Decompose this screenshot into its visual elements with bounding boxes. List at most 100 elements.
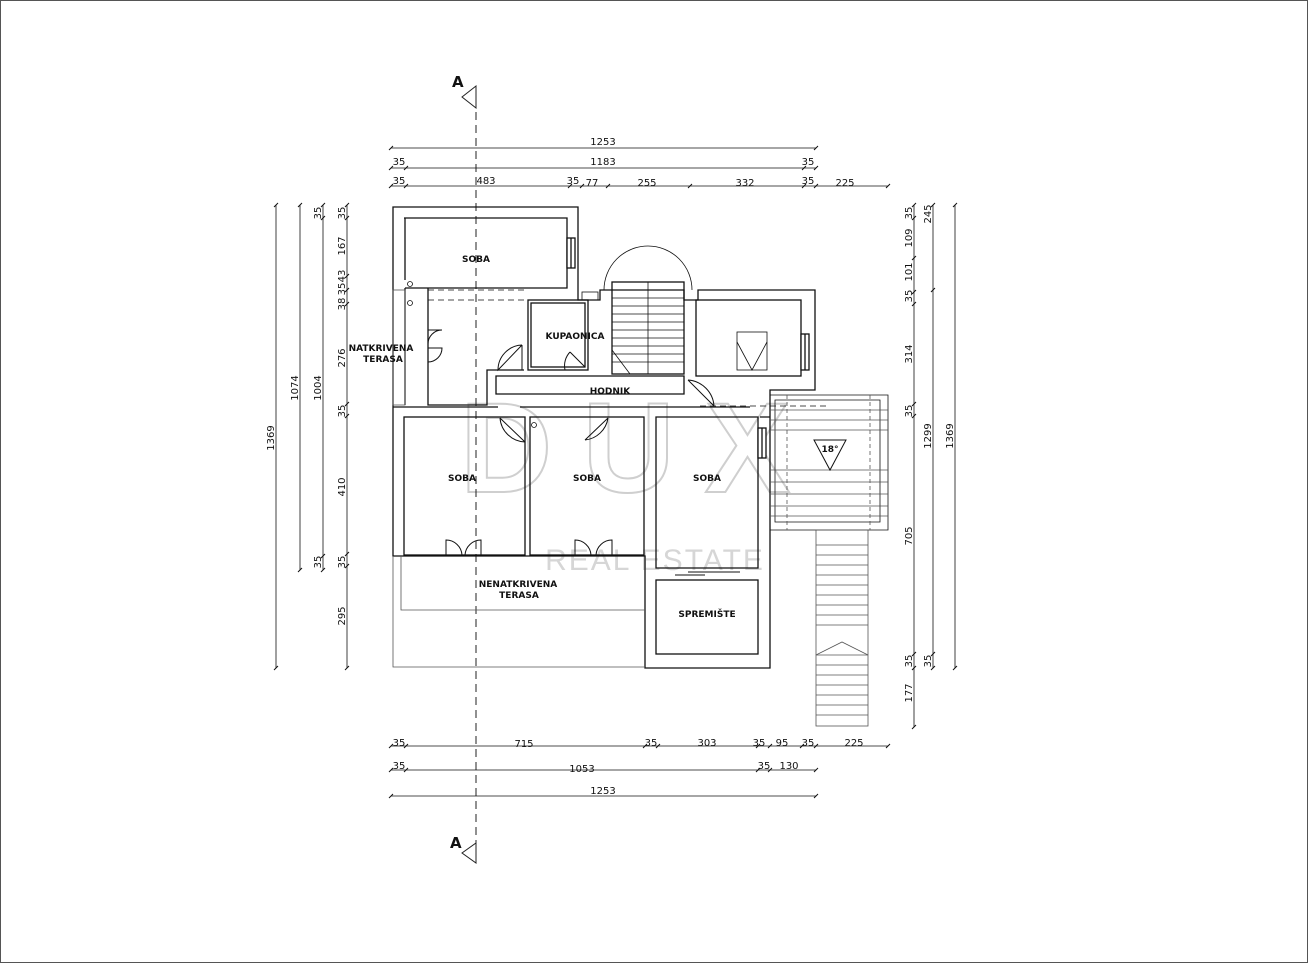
label-hodnik: HODNIK xyxy=(590,387,632,397)
dim-bot-r1-1: 35 xyxy=(393,738,406,749)
dim-bot-r2-4: 130 xyxy=(779,761,798,772)
door-terrace-mid xyxy=(574,539,613,556)
dim-top-r2-2: 1183 xyxy=(590,157,615,168)
door-terrace-left xyxy=(445,539,482,556)
dim-left-total: 1369 xyxy=(266,425,277,450)
dim-bot-r1-2: 715 xyxy=(514,739,533,750)
stairs xyxy=(603,245,693,375)
dim-right-d-3: 101 xyxy=(904,262,915,281)
dim-bot-r1-7: 35 xyxy=(802,738,815,749)
dim-left-d-7: 35 xyxy=(337,405,348,418)
section-line xyxy=(461,84,477,864)
dim-bot-r2-1: 35 xyxy=(393,761,406,772)
label-natkrivena-1: NATKRIVENA xyxy=(349,344,414,354)
room-labels: SOBA KUPAONICA HODNIK NATKRIVENA TERASA … xyxy=(349,255,839,620)
dim-left-d-2: 167 xyxy=(337,236,348,255)
dim-right-d-4: 35 xyxy=(904,290,915,303)
dim-bot-r1-5: 35 xyxy=(753,738,766,749)
label-kupaonica: KUPAONICA xyxy=(546,332,605,342)
dim-right-d-5: 314 xyxy=(904,344,915,363)
dim-right-d-6: 35 xyxy=(904,405,915,418)
dim-top-r3-8: 225 xyxy=(835,178,854,189)
dim-left-in-2: 1004 xyxy=(313,375,324,400)
wall-spremiste xyxy=(655,579,759,655)
dim-top-r3-5: 255 xyxy=(637,178,656,189)
roof-terrace xyxy=(769,394,889,531)
dim-top-r3-6: 332 xyxy=(735,178,754,189)
dims-bottom: 35 715 35 303 35 95 35 225 35 1053 35 13… xyxy=(393,738,864,797)
door-soba-mid xyxy=(584,417,609,441)
dim-top-total: 1253 xyxy=(590,137,615,148)
dim-bot-r1-3: 35 xyxy=(645,738,658,749)
dim-right-d-7: 705 xyxy=(904,526,915,545)
dim-right-d-1: 35 xyxy=(904,207,915,220)
dim-top-r2-3: 35 xyxy=(802,157,815,168)
wall-right-room xyxy=(695,299,802,377)
dim-right-mid-3: 35 xyxy=(923,655,934,668)
doors xyxy=(427,329,740,576)
door-natkrivena xyxy=(427,329,443,363)
wall-kupaonica xyxy=(527,299,589,371)
walls xyxy=(392,206,816,669)
wall-soba-mid xyxy=(529,416,645,556)
fixtures xyxy=(407,281,830,428)
label-natkrivena-2: TERASA xyxy=(363,355,403,365)
dim-bot-r1-4: 303 xyxy=(697,738,716,749)
label-nenatkrivena-2: TERASA xyxy=(499,591,539,601)
section-arrow-top xyxy=(461,84,477,110)
section-label-top: A xyxy=(452,73,464,91)
dim-top-r2-1: 35 xyxy=(393,157,406,168)
dim-bot-r2-3: 35 xyxy=(758,761,771,772)
dim-left-in-3: 35 xyxy=(313,556,324,569)
dim-bot-r1-6: 95 xyxy=(776,738,789,749)
wall-top-room xyxy=(404,217,568,289)
roof-pitch-triangle xyxy=(813,439,847,472)
wall-left-corridor xyxy=(427,288,524,406)
dims-top: 1253 35 1183 35 35 483 35 77 255 332 35 … xyxy=(393,137,855,189)
dim-right-d-2: 109 xyxy=(904,228,915,247)
dim-top-r3-4: 77 xyxy=(586,178,599,189)
section-label-bottom: A xyxy=(450,834,462,852)
dim-bot-total: 1253 xyxy=(590,786,615,797)
dim-right-mid-1: 245 xyxy=(923,204,934,223)
dim-top-r3-3: 35 xyxy=(567,176,580,187)
dim-right-mid-2: 1299 xyxy=(923,423,934,448)
label-soba-top: SOBA xyxy=(462,255,490,265)
label-nenatkrivena-1: NENATKRIVENA xyxy=(479,580,558,590)
watermark-brand: DUX xyxy=(460,377,820,520)
door-soba-left xyxy=(499,417,526,443)
wall-hodnik xyxy=(495,375,685,395)
door-left-corridor xyxy=(497,344,523,372)
wall-soba-right xyxy=(655,416,759,569)
watermark: DUX REAL ESTATE xyxy=(459,376,820,577)
stairs-arc xyxy=(603,245,693,291)
wall-soba-left xyxy=(403,416,526,556)
terrace-outline xyxy=(392,556,645,668)
dim-right-d-8: 35 xyxy=(904,655,915,668)
dim-left-d-4: 35 xyxy=(337,283,348,296)
label-spremiste: SPREMIŠTE xyxy=(678,608,735,620)
label-soba-mid: SOBA xyxy=(573,474,601,484)
dim-right-total: 1369 xyxy=(945,423,956,448)
dim-bot-r2-2: 1053 xyxy=(569,764,594,775)
dim-left-d-6: 276 xyxy=(337,348,348,367)
dim-top-r3-1: 35 xyxy=(393,176,406,187)
left-terrace-strip xyxy=(392,289,406,406)
dim-top-r3-7: 35 xyxy=(802,176,815,187)
dimension-lines xyxy=(275,147,956,797)
exterior xyxy=(392,289,889,727)
dimension-ticks xyxy=(273,145,958,799)
dim-left-in-1: 35 xyxy=(313,207,324,220)
dim-bot-r1-8: 225 xyxy=(844,738,863,749)
dim-top-r3-2: 483 xyxy=(476,176,495,187)
door-spremiste xyxy=(675,571,740,576)
label-roof-pitch: 18° xyxy=(821,445,838,455)
dim-left-mid: 1074 xyxy=(290,375,301,400)
door-kupaonica xyxy=(564,351,586,371)
dim-left-d-5: 38 xyxy=(337,298,348,311)
label-soba-right: SOBA xyxy=(693,474,721,484)
label-soba-left: SOBA xyxy=(448,474,476,484)
dim-left-d-3: 43 xyxy=(337,270,348,283)
dims-right: 35 109 101 35 314 35 705 35 177 245 1299… xyxy=(904,204,956,702)
